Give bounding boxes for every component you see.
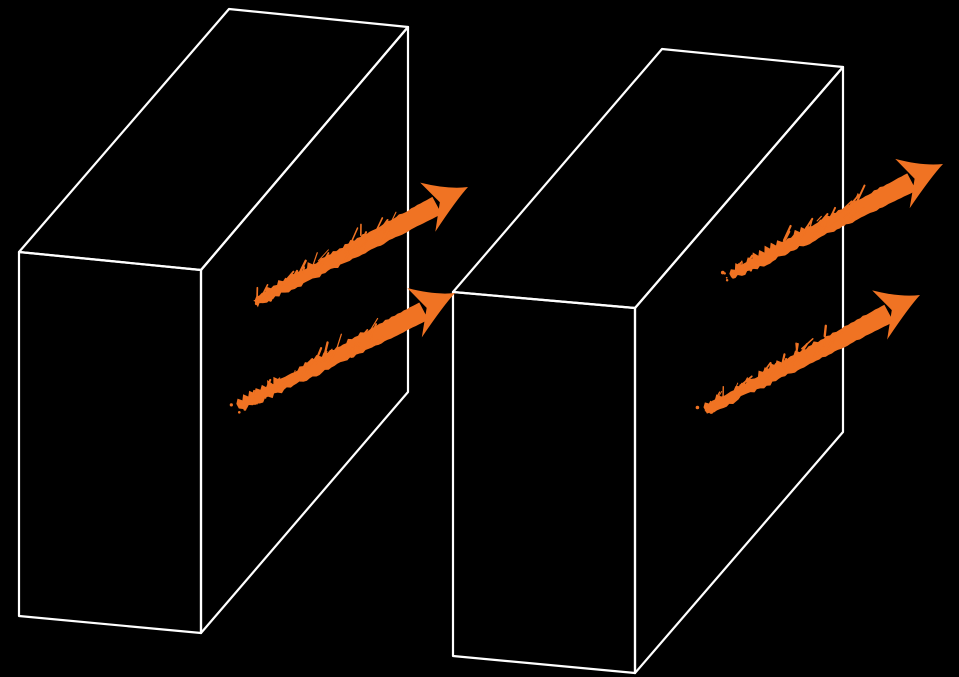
arrow-speck xyxy=(282,282,285,285)
arrow-speck xyxy=(276,285,278,287)
arrow-speck xyxy=(254,397,255,398)
arrow-speck xyxy=(729,398,733,402)
arrow-speck xyxy=(264,392,267,395)
arrow-speck xyxy=(712,412,713,413)
arrow-speck xyxy=(294,287,296,289)
arrow-speck xyxy=(715,400,717,402)
arrow-speck xyxy=(255,302,258,305)
arrow-speck xyxy=(721,271,725,275)
arrow-speck xyxy=(278,291,281,294)
arrow-speck xyxy=(750,269,753,272)
arrow-speck xyxy=(740,392,742,394)
arrow-speck xyxy=(736,396,738,398)
arrow-speck xyxy=(243,408,246,411)
arrow-speck xyxy=(726,277,728,279)
arrow-speck xyxy=(230,403,233,406)
arrow-speck xyxy=(265,397,267,399)
arrow-speck xyxy=(753,263,757,267)
arrow-speck xyxy=(253,401,257,405)
arrow-speck xyxy=(769,259,771,261)
arrow-speck xyxy=(742,385,744,387)
arrow-speck xyxy=(269,299,272,302)
arrow-speck xyxy=(238,401,240,403)
arrow-speck xyxy=(736,386,738,388)
arrow-bristle xyxy=(314,265,315,276)
arrow-speck xyxy=(705,410,706,411)
arrow-speck xyxy=(271,385,274,388)
arrow-speck xyxy=(254,300,255,301)
arrow-speck xyxy=(767,252,770,255)
arrow-speck xyxy=(278,384,280,386)
arrow-speck xyxy=(730,393,731,394)
arrow-speck xyxy=(732,275,736,279)
arrow-speck xyxy=(261,300,264,303)
arrow-speck xyxy=(256,403,258,405)
arrow-speck xyxy=(271,390,274,393)
arrow-speck xyxy=(255,392,257,394)
arrow-speck xyxy=(763,254,764,255)
arrow-speck xyxy=(738,263,741,266)
arrow-speck xyxy=(291,280,294,283)
arrow-speck xyxy=(726,279,728,281)
arrow-speck xyxy=(238,411,241,414)
arrow-bristle xyxy=(825,326,826,336)
arrow-bristle xyxy=(352,349,353,357)
arrow-speck xyxy=(291,285,293,287)
arrow-bristle xyxy=(795,352,796,358)
arrow-speck xyxy=(738,266,741,269)
arrow-speck xyxy=(743,389,746,392)
arrow-speck xyxy=(755,258,757,260)
arrow-speck xyxy=(727,394,730,397)
arrow-speck xyxy=(696,406,700,410)
